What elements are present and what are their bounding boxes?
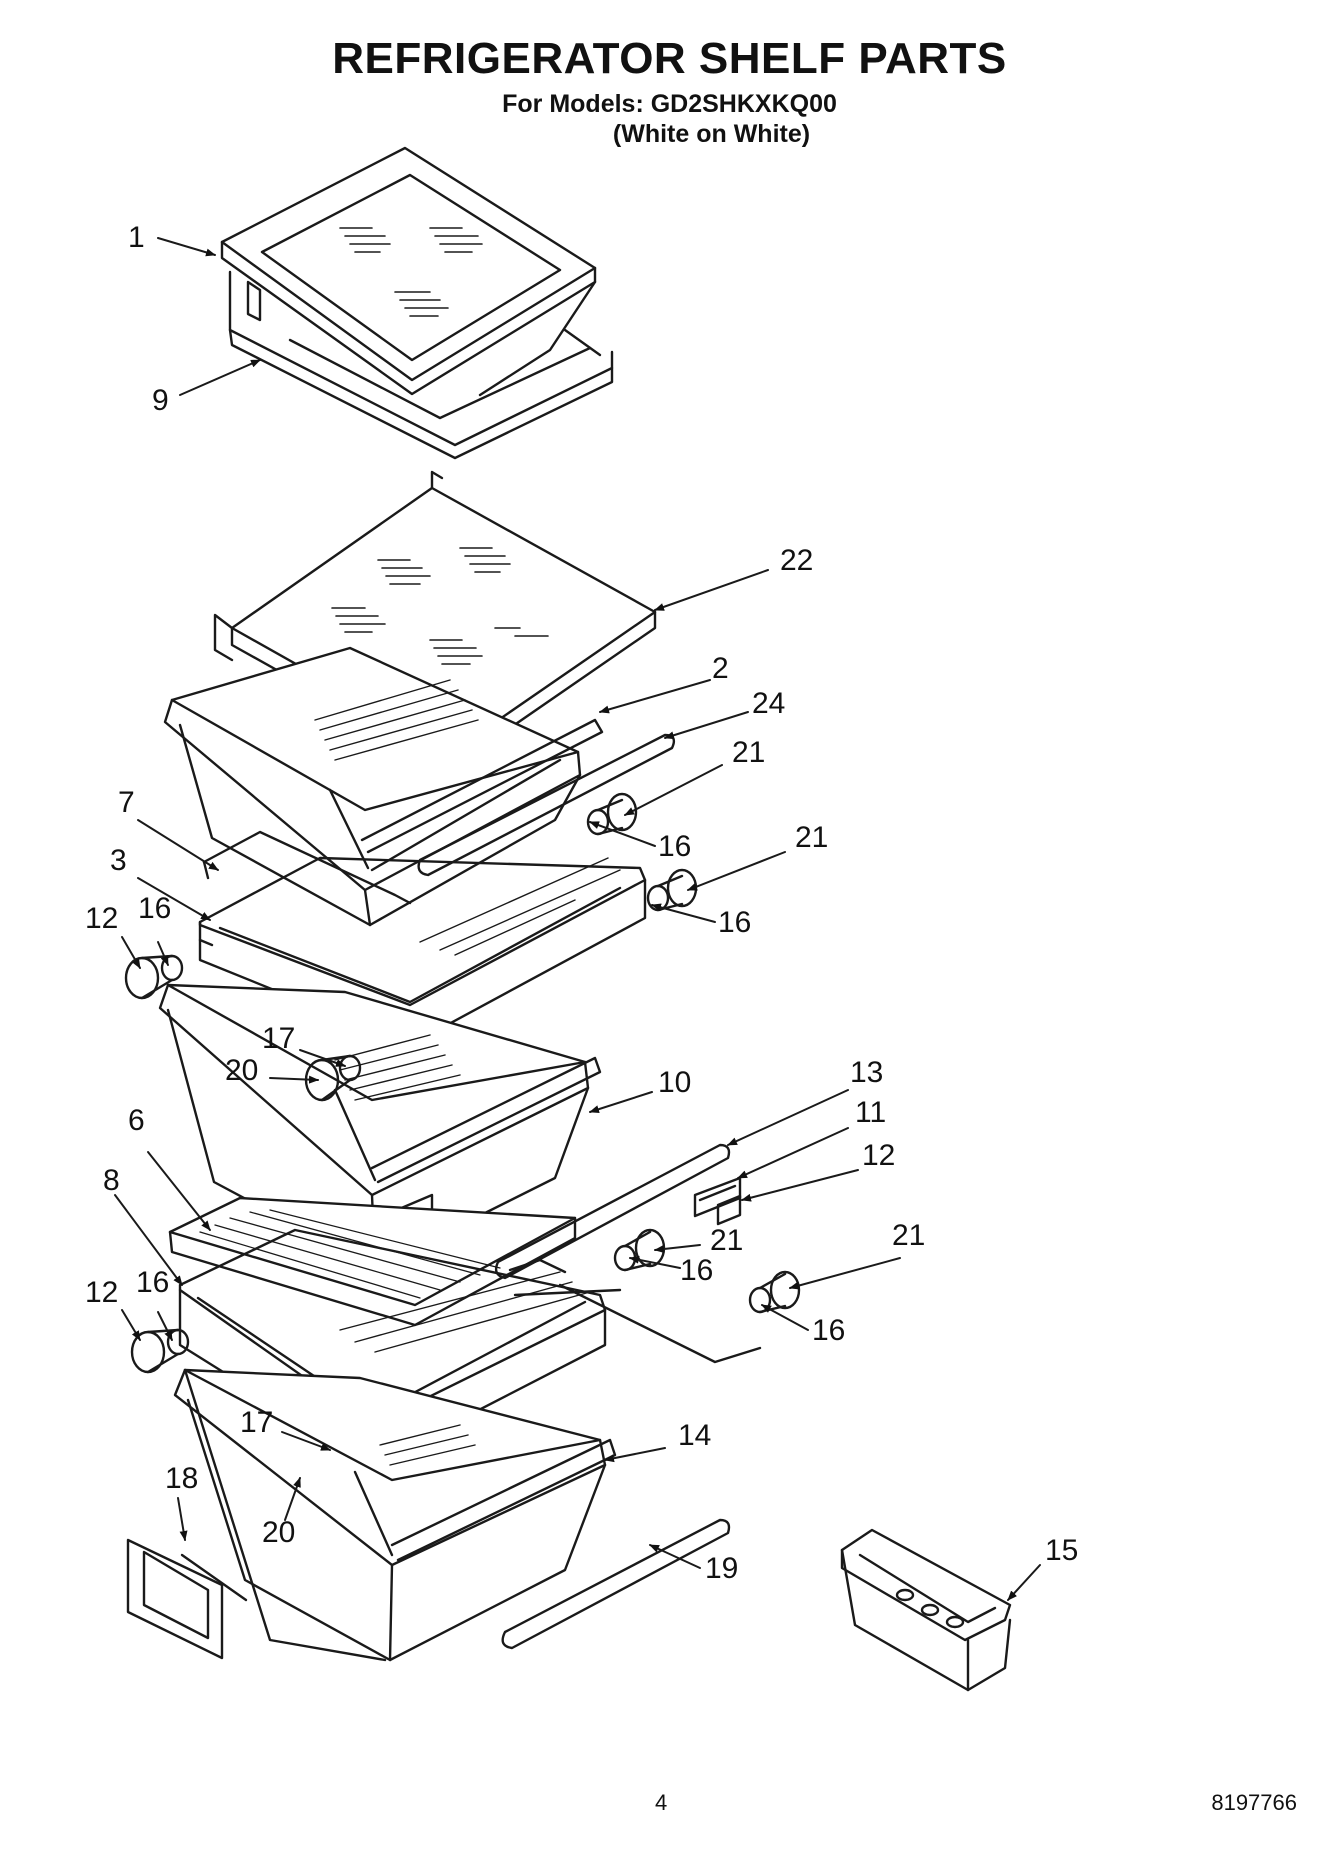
glass-insert-7 <box>202 830 412 905</box>
page-title: REFRIGERATOR SHELF PARTS <box>332 34 1007 83</box>
slide-bracket-11 <box>693 1176 742 1226</box>
callout-10: 10 <box>658 1066 691 1099</box>
callout-12a: 12 <box>85 902 118 935</box>
callout-17a: 17 <box>262 1022 295 1055</box>
dairy-bin-15 <box>840 1528 1012 1692</box>
models-line: For Models: GD2SHKXKQ00 <box>502 90 837 118</box>
callout-16e: 16 <box>136 1266 169 1299</box>
callout-11: 11 <box>855 1096 886 1129</box>
callout-14: 14 <box>678 1419 711 1452</box>
callout-16a: 16 <box>658 830 691 863</box>
callout-8: 8 <box>103 1164 120 1197</box>
callout-24: 24 <box>752 687 785 720</box>
callout-21c: 21 <box>710 1224 743 1257</box>
callout-13: 13 <box>850 1056 883 1089</box>
callout-21d: 21 <box>892 1219 925 1252</box>
callout-3: 3 <box>110 844 127 877</box>
callout-20a: 20 <box>225 1054 258 1087</box>
page-number: 4 <box>655 1790 668 1815</box>
document-number: 8197766 <box>1211 1790 1297 1815</box>
callout-6: 6 <box>128 1104 145 1137</box>
callout-16d: 16 <box>680 1254 713 1287</box>
shelf-1-glass <box>220 146 597 397</box>
callout-7: 7 <box>118 786 135 819</box>
callout-numbers: 1 9 22 2 24 21 7 16 3 21 12 16 16 17 20 … <box>85 221 1078 1585</box>
trim-bar-13 <box>494 1143 731 1280</box>
callout-1: 1 <box>128 221 145 254</box>
crisper-pan-14 <box>173 1368 617 1662</box>
callout-19: 19 <box>705 1552 738 1585</box>
callout-16c: 16 <box>718 906 751 939</box>
callout-2: 2 <box>712 652 729 685</box>
trim-bar-19 <box>501 1518 731 1650</box>
crisper-pan-2 <box>163 646 604 927</box>
callout-22: 22 <box>780 544 813 577</box>
callout-16b: 16 <box>138 892 171 925</box>
shelf-frame-9 <box>228 270 614 460</box>
callout-15: 15 <box>1045 1534 1078 1567</box>
callout-21a: 21 <box>732 736 765 769</box>
callout-12b: 12 <box>862 1139 895 1172</box>
callout-16f: 16 <box>812 1314 845 1347</box>
callout-21b: 21 <box>795 821 828 854</box>
callout-9: 9 <box>152 384 169 417</box>
leader-lines <box>114 237 1041 1601</box>
callout-20b: 20 <box>262 1516 295 1549</box>
callout-18: 18 <box>165 1462 198 1495</box>
color-line: (White on White) <box>612 120 811 148</box>
callout-17b: 17 <box>240 1406 273 1439</box>
badge-18 <box>126 1538 248 1660</box>
callout-12c: 12 <box>85 1276 118 1309</box>
